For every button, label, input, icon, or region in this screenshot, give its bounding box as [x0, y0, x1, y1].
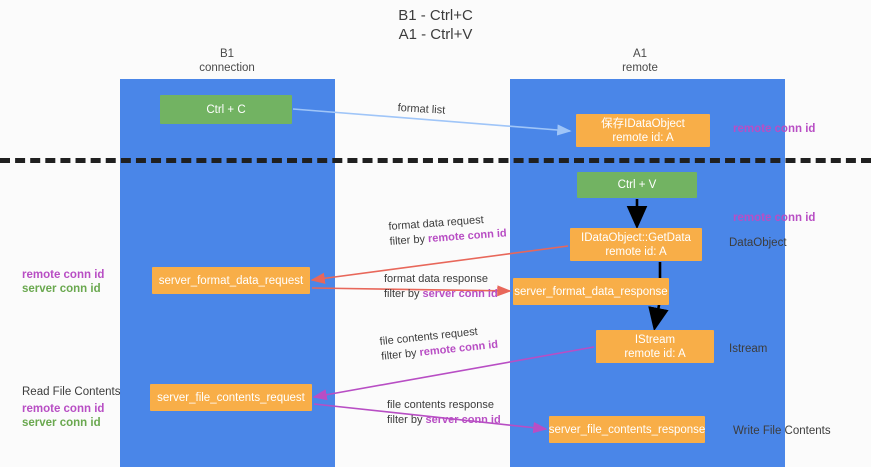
annotation-left-conn-ids-2: remote conn id server conn id: [22, 402, 104, 430]
arrow-file-contents-request: [312, 346, 595, 401]
edge-label-file-contents-response-filter: filter by server conn id: [387, 413, 501, 428]
annotation-remote-conn-id-mid: remote conn id: [733, 212, 816, 224]
node-save-idataobject-line1: 保存IDataObject: [601, 117, 685, 130]
diagram-title: B1 - Ctrl+C A1 - Ctrl+V: [0, 6, 871, 44]
node-getdata-line2: remote id: A: [605, 245, 667, 258]
node-server-file-contents-response[interactable]: server_file_contents_response: [549, 416, 705, 443]
edge-label-format-data-response-filter: filter by server conn id: [384, 287, 498, 302]
lane-header-a1-subtitle: remote: [622, 62, 658, 74]
filter-prefix: filter by: [384, 288, 423, 300]
annotation-read-file-contents: Read File Contents: [22, 386, 121, 398]
arrow-format-data-response: [311, 285, 512, 297]
lane-header-a1-name: A1: [632, 48, 648, 60]
lane-header-a1: A1 remote: [560, 47, 720, 75]
phase-divider: [0, 158, 871, 163]
node-server-format-data-response[interactable]: server_format_data_response: [513, 278, 669, 305]
node-save-idataobject-line2: remote id: A: [612, 131, 674, 144]
edge-label-format-data-response-text: format data response: [384, 273, 488, 285]
arrow-format-data-request: [310, 245, 569, 284]
node-idataobject-getdata[interactable]: IDataObject::GetData remote id: A: [570, 228, 702, 261]
node-istream[interactable]: IStream remote id: A: [596, 330, 714, 363]
annotation-istream: Istream: [729, 343, 768, 355]
node-istream-line2: remote id: A: [624, 347, 686, 360]
title-line-1: B1 - Ctrl+C: [398, 7, 473, 24]
node-ctrl-v-label: Ctrl + V: [617, 179, 657, 191]
annotation-left-server-conn-id-1: server conn id: [22, 283, 101, 295]
filter-prefix: filter by: [389, 233, 429, 248]
filter-prefix: filter by: [380, 346, 421, 363]
node-istream-line1: IStream: [634, 333, 676, 346]
edge-label-file-contents-response-text: file contents response: [387, 399, 495, 411]
title-line-2: A1 - Ctrl+V: [398, 26, 473, 43]
annotation-left-conn-ids-1: remote conn id server conn id: [22, 268, 104, 296]
edge-label-format-list: format list: [397, 101, 445, 119]
node-ctrl-c[interactable]: Ctrl + C: [160, 95, 292, 124]
node-server-format-data-response-label: server_format_data_response: [514, 285, 668, 298]
lane-header-b1-name: B1: [219, 48, 235, 60]
edge-label-file-contents-response: file contents response filter by server …: [387, 398, 501, 428]
node-ctrl-c-label: Ctrl + C: [206, 103, 246, 116]
node-getdata-line1: IDataObject::GetData: [581, 231, 691, 244]
node-server-format-data-request-label: server_format_data_request: [158, 274, 304, 287]
node-server-file-contents-request-label: server_file_contents_request: [157, 391, 305, 404]
filter-prefix: filter by: [387, 414, 426, 426]
arrow-format-list: [292, 108, 572, 136]
filter-key-server-conn-id: server conn id: [425, 414, 501, 426]
annotation-write-file-contents: Write File Contents: [733, 425, 831, 437]
annotation-left-server-conn-id-2: server conn id: [22, 417, 101, 429]
node-server-file-contents-request[interactable]: server_file_contents_request: [150, 384, 312, 411]
node-server-file-contents-response-label: server_file_contents_response: [548, 423, 706, 436]
lane-header-b1: B1 connection: [147, 47, 307, 75]
annotation-left-remote-conn-id-1: remote conn id: [22, 269, 105, 281]
filter-key-server-conn-id: server conn id: [422, 288, 498, 300]
node-ctrl-v[interactable]: Ctrl + V: [577, 172, 697, 198]
annotation-dataobject: DataObject: [729, 237, 787, 249]
node-save-idataobject[interactable]: 保存IDataObject remote id: A: [576, 114, 710, 147]
edge-label-format-list-text: format list: [397, 101, 446, 117]
edge-label-format-data-response: format data response filter by server co…: [384, 272, 498, 302]
annotation-left-remote-conn-id-2: remote conn id: [22, 403, 105, 415]
arrow-file-contents-response: [313, 403, 548, 434]
lane-header-b1-subtitle: connection: [199, 62, 255, 74]
node-server-format-data-request[interactable]: server_format_data_request: [152, 267, 310, 294]
annotation-remote-conn-id-top: remote conn id: [733, 123, 816, 135]
